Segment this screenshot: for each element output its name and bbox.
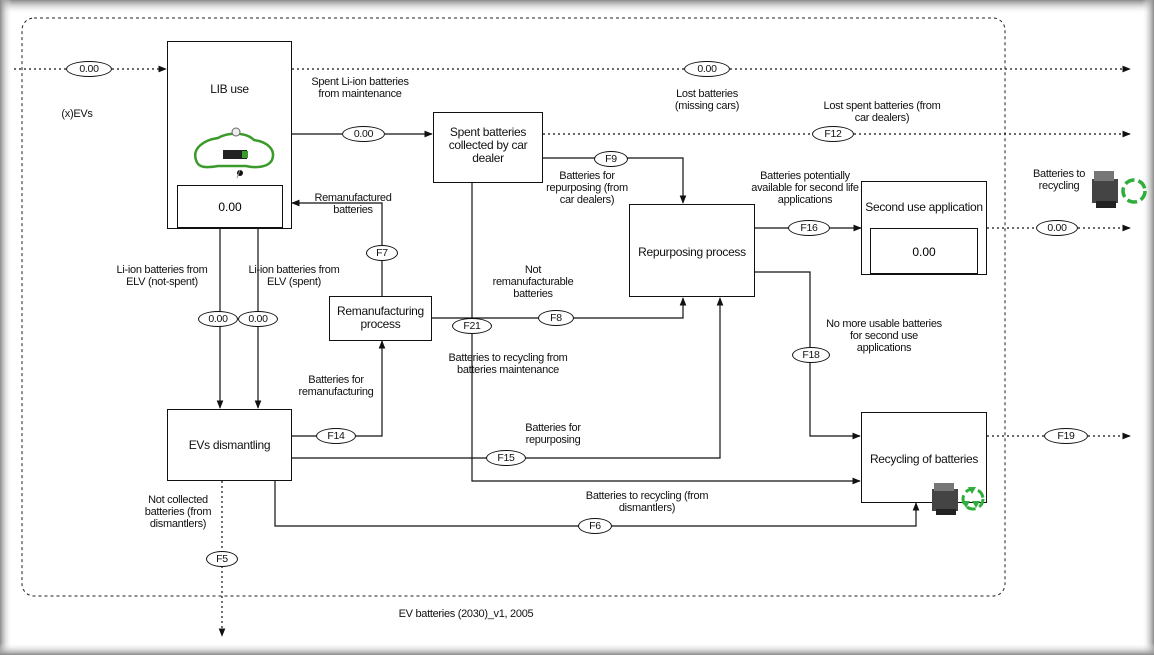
frame-shadow-left [0, 0, 12, 655]
label-to-recycling-dismantlers: Batteries to recycling (from dismantlers… [585, 490, 709, 514]
lib-use-stock: 0.00 [177, 185, 283, 228]
process-lib-use[interactable]: LIB use 0.00 [167, 41, 292, 229]
label-for-repurposing: Batteries for repurposing [525, 422, 581, 446]
process-dismantling[interactable]: EVs dismantling [167, 409, 292, 481]
recycling-machine-icon [1092, 171, 1147, 208]
flow-f16[interactable]: F16 [788, 220, 830, 236]
arrow-f7 [291, 199, 383, 296]
flow-maintenance[interactable]: 0.00 [342, 126, 385, 142]
arrow-f21 [471, 183, 861, 485]
process-spent-collected[interactable]: Spent batteries collected by car dealer [433, 112, 543, 183]
frame-shadow-top [0, 0, 1154, 14]
label-elv-not-spent: Li-ion batteries from ELV (not-spent) [116, 264, 208, 288]
flow-f14[interactable]: F14 [316, 428, 356, 444]
recycling-title: Recycling of batteries [869, 452, 979, 466]
second-use-stock: 0.00 [870, 228, 978, 274]
label-spent-maintenance: Spent Li-ion batteries from maintenance [311, 76, 409, 100]
flow-f15[interactable]: F15 [486, 450, 526, 466]
flow-f12[interactable]: F12 [812, 126, 854, 142]
flow-lost[interactable]: 0.00 [684, 61, 730, 77]
label-not-remanufacturable: Not remanufacturable batteries [492, 264, 574, 300]
flow-elv-not-spent[interactable]: 0.00 [198, 311, 238, 327]
label-footer: EV batteries (2030)_v1, 2005 [398, 608, 534, 620]
label-to-recycling: Batteries to recycling [1032, 168, 1086, 192]
process-repurposing[interactable]: Repurposing process [629, 204, 755, 297]
label-lost-dealers: Lost spent batteries (from car dealers) [823, 100, 941, 124]
arrow-f9 [543, 157, 687, 204]
label-xevs: (x)EVs [61, 108, 93, 120]
label-lost-missing: Lost batteries (missing cars) [674, 88, 740, 112]
dismantling-title: EVs dismantling [188, 438, 271, 452]
flow-f21[interactable]: F21 [452, 318, 492, 334]
spent-collected-title: Spent batteries collected by car dealer [448, 125, 528, 165]
second-use-title: Second use application [865, 200, 983, 214]
label-for-repurposing-dealers: Batteries for repurposing (from car deal… [546, 170, 628, 206]
flow-f6[interactable]: F6 [578, 518, 612, 534]
frame-shadow-bottom [0, 643, 1154, 655]
flow-f8[interactable]: F8 [538, 310, 574, 326]
arrow-f15 [292, 297, 724, 459]
label-remanufactured: Remanufactured batteries [314, 192, 392, 216]
system-boundary [21, 17, 1006, 597]
label-not-collected: Not collected batteries (from dismantler… [144, 494, 212, 530]
flow-f19[interactable]: F19 [1044, 428, 1088, 444]
flow-input[interactable]: 0.00 [66, 61, 112, 77]
recycling-machine-icon [932, 483, 985, 515]
label-for-remanufacturing: Batteries for remanufacturing [298, 374, 374, 398]
flow-f9[interactable]: F9 [594, 151, 628, 167]
flow-to-recycling-out[interactable]: 0.00 [1036, 220, 1078, 236]
flow-elv-spent[interactable]: 0.00 [238, 311, 278, 327]
label-to-recycling-maintenance: Batteries to recycling from batteries ma… [448, 352, 568, 376]
process-recycling[interactable]: Recycling of batteries [861, 412, 987, 515]
remanufacturing-title: Remanufacturing process [337, 304, 424, 331]
flow-f5[interactable]: F5 [206, 551, 238, 567]
lib-use-stock-value: 0.00 [218, 200, 242, 214]
repurposing-title: Repurposing process [638, 245, 746, 259]
second-use-stock-value: 0.00 [912, 245, 936, 259]
label-potentially-available: Batteries potentially available for seco… [751, 170, 859, 206]
label-elv-spent: Li-ion batteries from ELV (spent) [248, 264, 340, 288]
label-no-more-usable: No more usable batteries for second use … [826, 318, 942, 354]
lib-use-title: LIB use [210, 82, 249, 96]
arrow-f8 [432, 297, 687, 319]
flow-f18[interactable]: F18 [792, 347, 830, 363]
frame-shadow-right [1142, 0, 1154, 655]
process-remanufacturing[interactable]: Remanufacturing process [329, 296, 432, 341]
flow-f7[interactable]: F7 [366, 245, 398, 261]
electric-car-icon [193, 127, 275, 179]
process-second-use[interactable]: Second use application 0.00 [861, 181, 987, 275]
